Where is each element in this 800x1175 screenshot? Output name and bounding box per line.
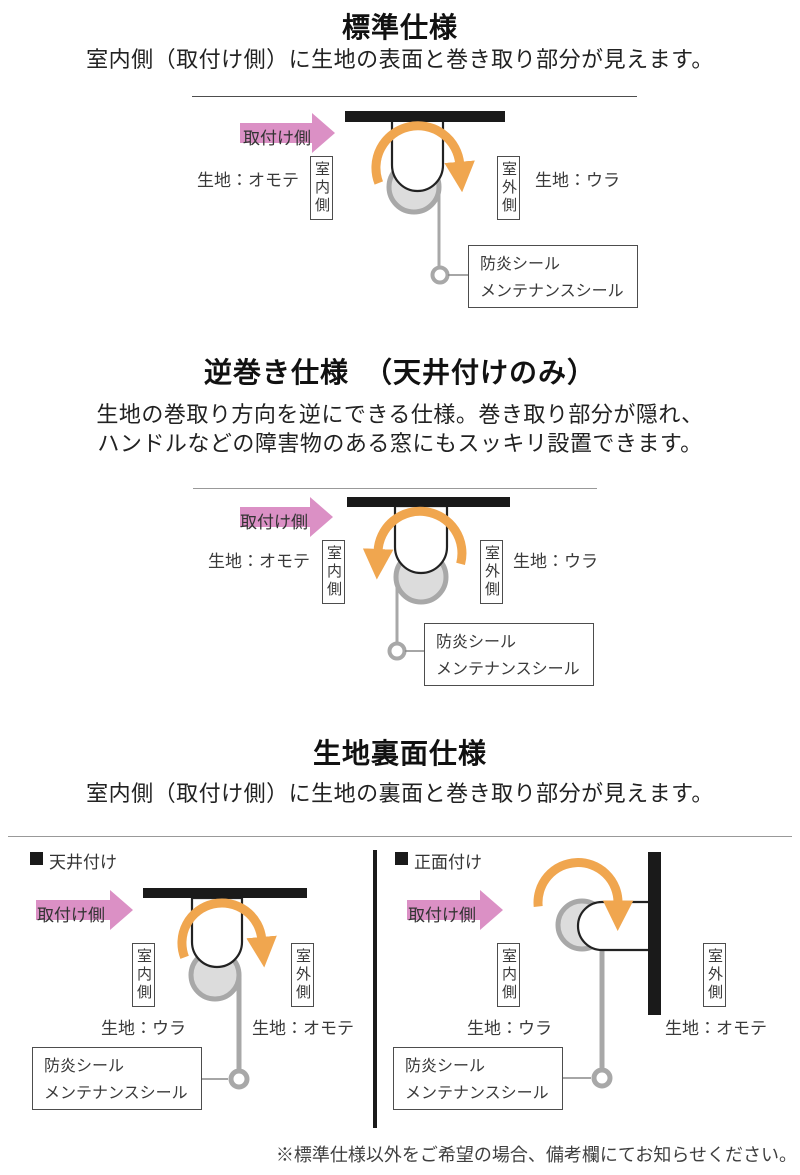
mount-side-label: 取付け側 bbox=[243, 129, 311, 148]
back-section-subtitle: 室内側（取付け側）に生地の裏面と巻き取り部分が見えます。 bbox=[86, 781, 714, 806]
reverse-section-description: 生地の巻取り方向を逆にできる仕様。巻き取り部分が隠れ、 ハンドルなどの障害物のあ… bbox=[0, 400, 800, 458]
standard-section-subtitle: 室内側（取付け側）に生地の表面と巻き取り部分が見えます。 bbox=[86, 47, 714, 72]
seal-label-box: 防炎シール メンテナンスシール bbox=[32, 1047, 202, 1110]
outdoor-side-box: 室外側 bbox=[703, 943, 726, 1007]
mount-side-arrow-icon bbox=[36, 890, 133, 930]
winding-direction-arrow bbox=[371, 121, 475, 193]
indoor-side-box: 室内側 bbox=[132, 943, 155, 1007]
standard-section-title: 標準仕様 bbox=[341, 12, 458, 43]
indoor-side-box: 室内側 bbox=[322, 540, 345, 604]
pull-ring bbox=[430, 265, 450, 285]
seal-line1: 防炎シール bbox=[405, 1058, 486, 1075]
seal-label-box: 防炎シール メンテナンスシール bbox=[424, 623, 594, 686]
seal-line1: 防炎シール bbox=[436, 634, 517, 651]
mount-side-arrow-icon bbox=[407, 890, 503, 930]
reverse-separator-line bbox=[193, 488, 597, 489]
seal-label-box: 防炎シール メンテナンスシール bbox=[468, 245, 638, 308]
front-mount-diagram bbox=[407, 852, 661, 1089]
pull-ring bbox=[387, 641, 407, 661]
standard-diagram bbox=[240, 111, 505, 285]
reverse-diagram bbox=[240, 497, 510, 661]
seal-line2: メンテナンスシール bbox=[44, 1085, 188, 1102]
fabric-sheet bbox=[393, 504, 449, 575]
seal-line1: 防炎シール bbox=[44, 1058, 125, 1075]
mount-side-arrow-icon bbox=[240, 113, 335, 153]
winding-direction-arrow bbox=[177, 898, 277, 968]
fabric-front-label: 生地：オモテ bbox=[197, 171, 299, 190]
fabric-front-label: 生地：オモテ bbox=[665, 1019, 767, 1038]
mount-side-label: 取付け側 bbox=[37, 906, 105, 925]
fabric-back-label: 生地：ウラ bbox=[535, 171, 620, 190]
reverse-section-title: 逆巻き仕様 （天井付けのみ） bbox=[203, 357, 596, 388]
vertical-divider bbox=[373, 850, 377, 1128]
fabric-back-label: 生地：ウラ bbox=[467, 1019, 552, 1038]
fabric-front-label: 生地：オモテ bbox=[252, 1019, 354, 1038]
fabric-sheet bbox=[576, 900, 652, 952]
pull-ring bbox=[228, 1068, 250, 1090]
reverse-description-line1: 生地の巻取り方向を逆にできる仕様。巻き取り部分が隠れ、 bbox=[96, 402, 704, 427]
mount-side-label: 取付け側 bbox=[240, 513, 308, 532]
seal-line2: メンテナンスシール bbox=[405, 1085, 549, 1102]
ceiling-bar bbox=[143, 888, 307, 898]
ceiling-mount-diagram bbox=[36, 888, 307, 1090]
fabric-back-label: 生地：ウラ bbox=[101, 1019, 186, 1038]
ceiling-bar bbox=[345, 111, 505, 122]
reverse-description-line2: ハンドルなどの障害物のある窓にもスッキリ設置できます。 bbox=[97, 431, 703, 456]
back-section-title: 生地裏面仕様 bbox=[312, 738, 487, 769]
square-bullet-icon bbox=[395, 852, 408, 865]
outdoor-side-box: 室外側 bbox=[291, 943, 314, 1007]
front-mount-header: 正面付け bbox=[414, 853, 482, 872]
indoor-side-box: 室内側 bbox=[310, 156, 333, 220]
seal-line2: メンテナンスシール bbox=[436, 661, 580, 678]
outdoor-side-box: 室外側 bbox=[497, 156, 520, 220]
fabric-sheet bbox=[390, 115, 445, 193]
square-bullet-icon bbox=[30, 852, 43, 865]
outdoor-side-box: 室外側 bbox=[480, 540, 503, 604]
winding-direction-arrow bbox=[533, 858, 634, 932]
ceiling-bar bbox=[347, 497, 510, 507]
seal-line2: メンテナンスシール bbox=[480, 283, 624, 300]
ceiling-mount-header: 天井付け bbox=[49, 853, 117, 872]
winding-direction-arrow bbox=[362, 506, 467, 580]
pull-ring bbox=[591, 1067, 613, 1089]
seal-line1: 防炎シール bbox=[480, 256, 561, 273]
mount-side-arrow-icon bbox=[240, 497, 333, 537]
mount-side-label: 取付け側 bbox=[408, 906, 476, 925]
wall-bar bbox=[648, 852, 661, 1015]
fabric-front-label: 生地：オモテ bbox=[208, 552, 310, 571]
indoor-side-box: 室内側 bbox=[497, 943, 520, 1007]
fabric-back-label: 生地：ウラ bbox=[513, 552, 598, 571]
standard-separator-line bbox=[192, 96, 637, 97]
footer-note: ※標準仕様以外をご希望の場合、備考欄にてお知らせください。 bbox=[275, 1145, 797, 1165]
fabric-sheet bbox=[190, 896, 244, 969]
back-section-top-rule bbox=[8, 836, 792, 837]
seal-label-box: 防炎シール メンテナンスシール bbox=[393, 1047, 563, 1110]
